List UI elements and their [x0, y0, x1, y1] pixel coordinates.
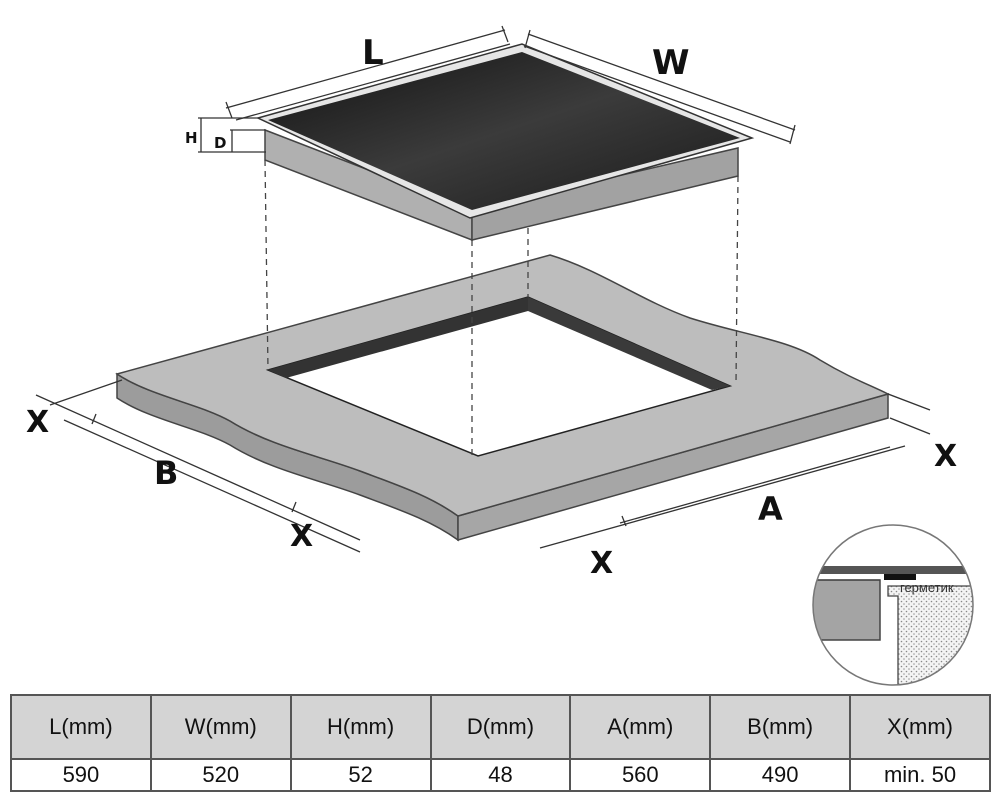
- hob-glass-top: [268, 52, 740, 210]
- inset-sealant-strip: [884, 574, 916, 580]
- label-H: H: [185, 129, 198, 147]
- label-A: A: [758, 490, 783, 528]
- header-L: L(mm): [10, 694, 152, 760]
- header-B: B(mm): [709, 694, 852, 760]
- label-X-bottom-right: X: [590, 546, 613, 581]
- dimension-labels: L W H D X B X A X X: [26, 33, 957, 581]
- projection-lines: [264, 159, 739, 456]
- label-D: D: [214, 134, 226, 152]
- label-B: B: [154, 454, 178, 492]
- dimension-lines: [35, 25, 931, 553]
- value-H: 52: [289, 758, 432, 792]
- header-H: H(mm): [289, 694, 432, 760]
- value-D: 48: [429, 758, 572, 792]
- dimensions-table: L(mm) W(mm) H(mm) D(mm) A(mm) B(mm) X(mm…: [10, 694, 991, 792]
- installation-diagram: L W H D X B X A X X герметик: [26, 25, 974, 686]
- table-values-row: 590 520 52 48 560 490 min. 50: [10, 758, 991, 792]
- value-A: 560: [569, 758, 712, 792]
- label-W: W: [652, 43, 690, 83]
- cutout-right-wall: [528, 297, 730, 390]
- label-X-left: X: [26, 405, 49, 440]
- sealant-label: герметик: [900, 580, 954, 595]
- label-X-right: X: [934, 439, 957, 474]
- value-X: min. 50: [849, 758, 991, 792]
- inset-glass-plate: [813, 566, 973, 574]
- countertop: [115, 254, 891, 542]
- sealant-detail-inset: герметик: [812, 524, 974, 686]
- header-X: X(mm): [849, 694, 991, 760]
- value-W: 520: [149, 758, 292, 792]
- header-D: D(mm): [429, 694, 572, 760]
- header-A: A(mm): [569, 694, 712, 760]
- hob: [255, 43, 755, 242]
- cutout-back-wall: [268, 297, 528, 378]
- label-L: L: [362, 33, 384, 73]
- value-L: 590: [10, 758, 152, 792]
- table-header-row: L(mm) W(mm) H(mm) D(mm) A(mm) B(mm) X(mm…: [10, 694, 991, 760]
- value-B: 490: [709, 758, 852, 792]
- header-W: W(mm): [149, 694, 292, 760]
- label-X-bottom-left: X: [290, 519, 313, 554]
- inset-countertop-block: [813, 579, 881, 641]
